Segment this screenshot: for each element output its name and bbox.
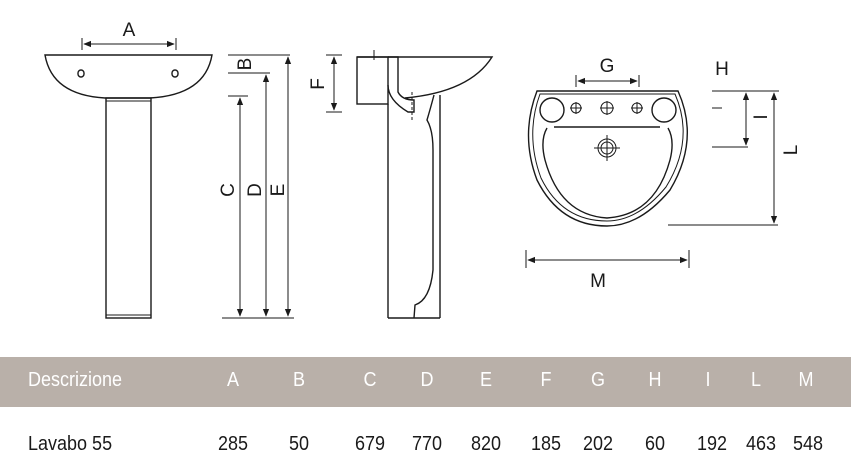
header-descrizione: Descrizione <box>28 369 123 391</box>
drain-icon <box>594 135 620 161</box>
top-view: G H I L M <box>525 56 802 292</box>
value-g: 202 <box>582 433 614 455</box>
label-f: F <box>308 78 329 90</box>
value-i: 192 <box>696 433 728 455</box>
value-b: 50 <box>288 433 310 455</box>
value-e: 820 <box>470 433 502 455</box>
header-h: H <box>648 369 662 391</box>
label-b: B <box>235 58 256 71</box>
height-dimensions: B C D E <box>218 54 294 319</box>
label-c: C <box>218 183 239 197</box>
header-d: D <box>420 369 434 391</box>
value-c: 679 <box>354 433 386 455</box>
front-view: A <box>44 20 213 319</box>
row-description: Lavabo 55 <box>28 433 113 455</box>
value-m: 548 <box>792 433 824 455</box>
side-view: F <box>308 50 494 319</box>
value-l: 463 <box>745 433 777 455</box>
label-h: H <box>715 59 729 80</box>
technical-drawing: A B C D E F G <box>44 20 802 319</box>
label-g: G <box>600 56 615 77</box>
header-f: F <box>540 369 552 391</box>
value-f: 185 <box>530 433 562 455</box>
label-m: M <box>590 271 606 292</box>
table-header-band <box>0 357 851 407</box>
label-d: D <box>245 183 266 197</box>
header-i: I <box>705 369 711 391</box>
header-b: B <box>292 369 306 391</box>
value-a: 285 <box>217 433 249 455</box>
value-h: 60 <box>644 433 666 455</box>
label-l: L <box>781 145 802 156</box>
label-i: I <box>751 114 772 119</box>
tap-holes <box>570 101 643 115</box>
label-a: A <box>123 20 136 41</box>
header-c: C <box>363 369 377 391</box>
label-e: E <box>268 184 289 197</box>
header-m: M <box>798 369 814 391</box>
header-e: E <box>479 369 493 391</box>
header-l: L <box>750 369 762 391</box>
header-a: A <box>226 369 240 391</box>
header-g: G <box>590 369 606 391</box>
value-d: 770 <box>411 433 443 455</box>
